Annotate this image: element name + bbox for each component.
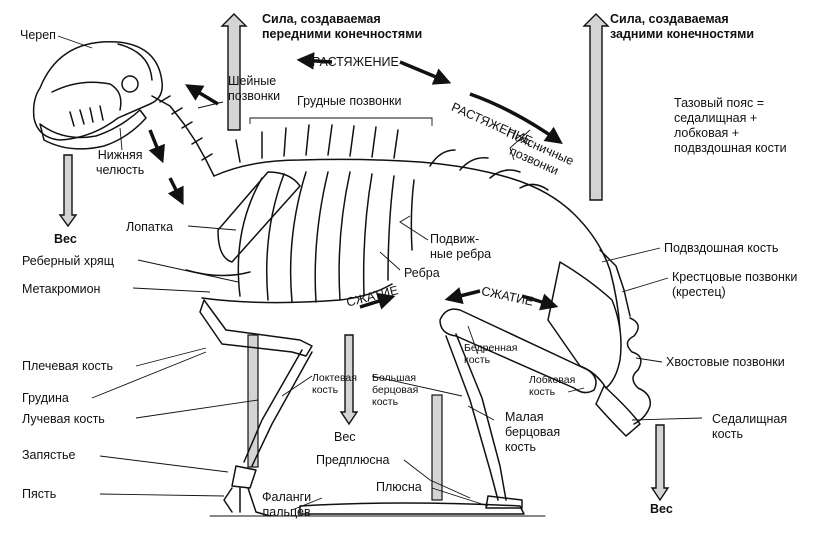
- pelvis: [547, 261, 622, 389]
- label-rib-cartilage: Реберный хрящ: [22, 254, 114, 268]
- tail-vertebrae: [626, 317, 651, 425]
- label-femur: Бедренная кость: [464, 342, 518, 366]
- forearm: [243, 349, 313, 467]
- weight-label-head: Вес: [54, 232, 77, 246]
- femur-shape: [439, 308, 597, 394]
- tibia: [445, 333, 507, 501]
- label-ribs: Ребра: [404, 266, 440, 280]
- compression-arrows: [359, 287, 559, 311]
- hind-foot: [299, 502, 525, 515]
- label-ulna: Локтевая кость: [312, 372, 357, 396]
- label-metacarpus: Пясть: [22, 487, 57, 501]
- spine: [213, 158, 621, 331]
- label-carpus: Запястье: [22, 448, 76, 462]
- label-sternum: Грудина: [22, 391, 69, 405]
- label-pubis: Лобковая кость: [529, 374, 576, 398]
- label-cervical: Шейные позвонки: [228, 74, 281, 103]
- mandible-shape: [39, 109, 147, 150]
- tension-arrows: [296, 52, 563, 145]
- tension-label-1: РАСТЯЖЕНИЕ: [312, 55, 399, 69]
- label-metacromion: Метакромион: [22, 282, 101, 296]
- front-force-label: Сила, создаваемая передними конечностями: [262, 12, 423, 41]
- skull-shape: [32, 40, 163, 141]
- front-force-arrow: [220, 13, 248, 131]
- label-ilium: Подвздошная кость: [664, 241, 779, 255]
- leader-lines: [57, 35, 703, 511]
- label-floating-ribs: Подвиж- ные ребра: [430, 232, 492, 261]
- pelvis-note: Тазовый пояс = седалищная + лобковая + п…: [674, 96, 787, 155]
- ribs: [237, 171, 415, 303]
- humerus-shape: [199, 299, 313, 357]
- label-radius: Лучевая кость: [22, 412, 105, 426]
- label-tarsus: Предплюсна: [316, 453, 390, 467]
- label-caudal: Хвостовые позвонки: [666, 355, 785, 369]
- label-ischium: Седалищная кость: [712, 412, 788, 441]
- label-metatarsus: Плюсна: [376, 480, 422, 494]
- label-fibula: Малая берцовая кость: [505, 410, 561, 454]
- scapula-shape: [217, 171, 301, 263]
- weight-label-mid: Вес: [334, 430, 356, 444]
- label-thoracic: Грудные позвонки: [297, 94, 402, 108]
- label-humerus: Плечевая кость: [22, 359, 114, 373]
- label-scapula: Лопатка: [126, 220, 174, 234]
- label-phalanges: Фаланги пальцев: [262, 490, 312, 519]
- label-skull: Череп: [20, 28, 56, 42]
- weight-mid-arrow: [339, 334, 359, 426]
- hind-force-arrow: [582, 13, 610, 201]
- weight-head-arrow: [58, 154, 78, 228]
- sacrum: [599, 249, 631, 317]
- cervical-vertebrae: [151, 95, 215, 177]
- label-tibia: Большая берцовая кость: [372, 372, 419, 408]
- label-mandible: Нижняя челюсть: [96, 148, 145, 177]
- label-sacral: Крестцовые позвонки (крестец): [672, 270, 798, 299]
- hind-force-label: Сила, создаваемая задними конечностями: [610, 12, 755, 41]
- weight-label-hind: Вес: [650, 502, 673, 516]
- neck-arrows: [148, 84, 219, 206]
- weight-hind-arrow: [650, 424, 670, 502]
